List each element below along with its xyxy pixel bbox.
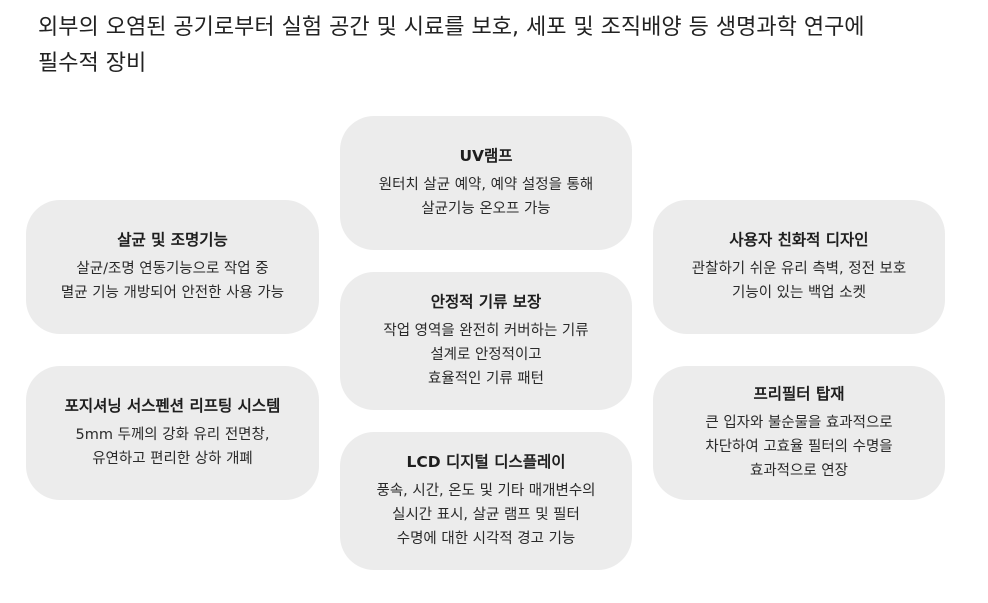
feature-description: 풍속, 시간, 온도 및 기타 매개변수의 실시간 표시, 살균 램프 및 필터… — [376, 483, 596, 547]
feature-card-lcd-display: LCD 디지털 디스플레이 풍속, 시간, 온도 및 기타 매개변수의 실시간 … — [340, 432, 632, 570]
feature-title: 프리필터 탑재 — [753, 385, 845, 403]
feature-card-prefilter: 프리필터 탑재 큰 입자와 불순물을 효과적으로 차단하여 고효율 필터의 수명… — [653, 366, 945, 500]
feature-description: 큰 입자와 불순물을 효과적으로 차단하여 고효율 필터의 수명을 효과적으로 … — [705, 415, 893, 479]
feature-title: 살균 및 조명기능 — [117, 231, 228, 249]
feature-description: 5mm 두께의 강화 유리 전면창, 유연하고 편리한 상하 개폐 — [75, 427, 270, 467]
feature-title: 안정적 기류 보장 — [430, 293, 542, 311]
feature-card-user-friendly-design: 사용자 친화적 디자인 관찰하기 쉬운 유리 측벽, 정전 보호 기능이 있는 … — [653, 200, 945, 334]
feature-title: UV램프 — [459, 147, 513, 165]
feature-description: 관찰하기 쉬운 유리 측벽, 정전 보호 기능이 있는 백업 소켓 — [691, 261, 907, 301]
intro-line-2: 필수적 장비 — [38, 51, 147, 76]
feature-title: 포지셔닝 서스펜션 리프팅 시스템 — [64, 397, 281, 415]
intro-line-1: 외부의 오염된 공기로부터 실험 공간 및 시료를 보호, 세포 및 조직배양 … — [38, 15, 865, 40]
feature-description: 원터치 살균 예약, 예약 설정을 통해 살균기능 온오프 가능 — [378, 177, 594, 217]
feature-card-sterilize-light: 살균 및 조명기능 살균/조명 연동기능으로 작업 중 멸균 기능 개방되어 안… — [26, 200, 319, 334]
feature-card-uv-lamp: UV램프 원터치 살균 예약, 예약 설정을 통해 살균기능 온오프 가능 — [340, 116, 632, 250]
feature-description: 작업 영역을 완전히 커버하는 기류 설계로 안정적이고 효율적인 기류 패턴 — [383, 323, 589, 387]
feature-description: 살균/조명 연동기능으로 작업 중 멸균 기능 개방되어 안전한 사용 가능 — [60, 261, 285, 301]
feature-title: LCD 디지털 디스플레이 — [406, 453, 566, 471]
feature-card-stable-airflow: 안정적 기류 보장 작업 영역을 완전히 커버하는 기류 설계로 안정적이고 효… — [340, 272, 632, 410]
feature-title: 사용자 친화적 디자인 — [729, 231, 869, 249]
intro-text: 외부의 오염된 공기로부터 실험 공간 및 시료를 보호, 세포 및 조직배양 … — [38, 10, 958, 82]
feature-card-lifting-system: 포지셔닝 서스펜션 리프팅 시스템 5mm 두께의 강화 유리 전면창, 유연하… — [26, 366, 319, 500]
